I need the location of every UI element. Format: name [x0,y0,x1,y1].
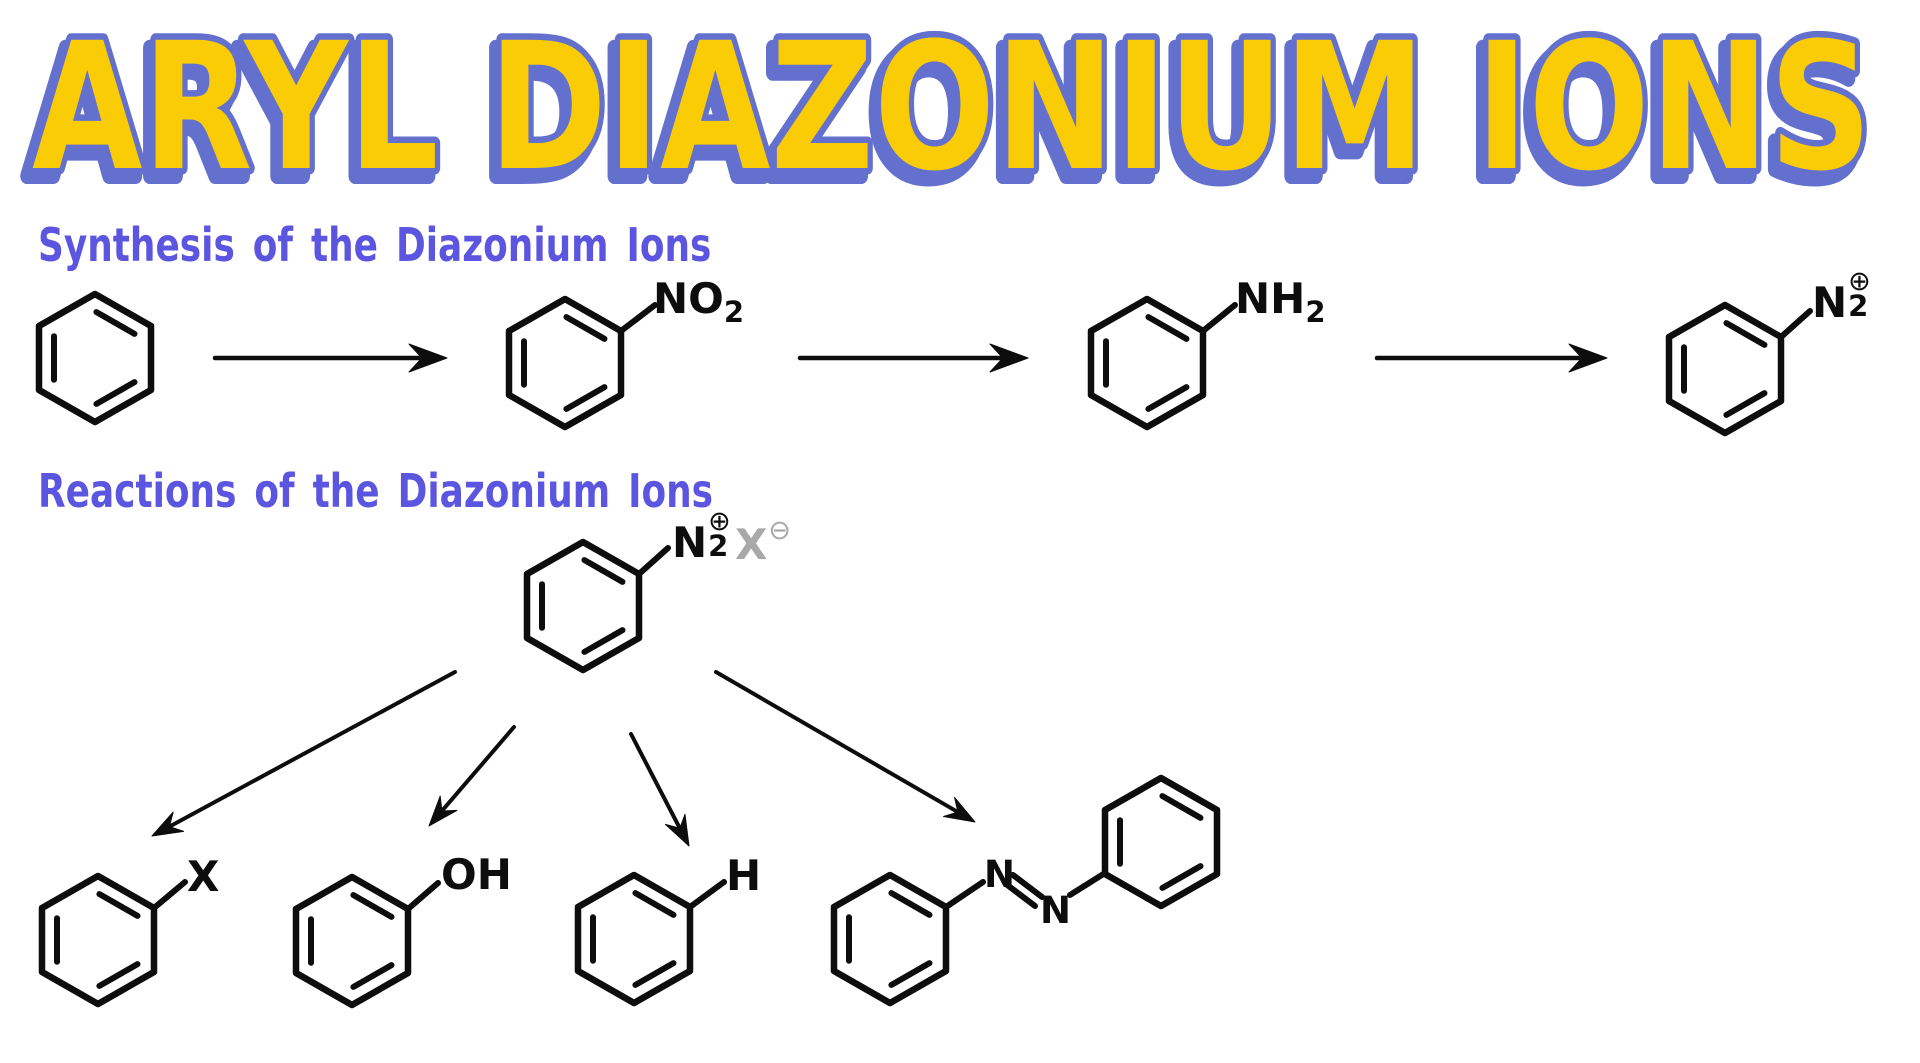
azobenzene-left-ring [830,871,950,1007]
nh2-subscript: 2 [1305,295,1326,329]
counterion-x: X [735,520,768,569]
plus-charge-icon: ⊕ [1848,266,1871,297]
page-title-shadow: ARYL DIAZONIUM IONS [26,13,1866,215]
diverging-arrow-azo [714,670,976,823]
hydroxyl-oh: OH [441,850,512,899]
no2-text: NO [653,274,724,323]
diazonium-salt-subscript: 2 [708,529,729,563]
halide-label: X [187,856,219,898]
minus-charge-icon: ⊖ [768,515,792,546]
page-title-art: ARYL DIAZONIUM IONS ARYL DIAZONIUM IONS [18,10,1879,215]
diverging-arrow-halide [151,670,457,837]
diverging-arrow-phenol [428,725,516,827]
hydrogen-h: H [726,851,762,900]
azobenzene-right-ring [1101,774,1221,910]
phenol-ring [292,873,412,1009]
aryl-halide-ring [38,872,158,1008]
halide-x: X [187,852,220,901]
diazonium-label: N⊕2 [1812,268,1871,332]
reaction-arrow-1 [212,343,448,373]
diazonium-salt-n: N [672,518,708,567]
diazonium-subscript: 2 [1848,289,1869,323]
diazonium-salt-label: N⊕2 [672,508,731,572]
diazonium-n: N [1812,278,1848,327]
counterion-label: X⊖ [735,517,791,566]
diverging-arrow-reduction [629,732,690,847]
azo-n-left-label: N [984,856,1015,893]
substituent-bonds [151,302,1813,912]
azo-n-left: N [984,853,1015,896]
azo-n-right: N [1040,889,1071,932]
hydroxyl-label: OH [441,854,512,896]
section-heading-synthesis: Synthesis of the Diazonium Ions [38,218,712,272]
nh2-label: NH2 [1235,278,1326,327]
no2-subscript: 2 [723,295,745,329]
section-heading-reactions: Reactions of the Diazonium Ions [38,464,714,518]
nh2-text: NH [1235,274,1306,323]
nitrobenzene-ring [505,295,625,431]
reaction-arrow-3 [1374,343,1608,373]
benzenediazonium-ring [1665,301,1785,437]
plus-charge-icon: ⊕ [708,506,731,537]
no2-label: NO2 [653,278,744,327]
benzene-product-ring [574,871,694,1007]
page-title: ARYL DIAZONIUM IONS [32,10,1872,210]
benzene-reactant-ring [35,290,155,426]
reaction-arrow-2 [797,343,1029,373]
azo-n-right-label: N [1040,892,1071,929]
diazonium-salt-ring [523,538,643,674]
aniline-ring [1087,295,1207,431]
hydrogen-label: H [726,855,761,897]
